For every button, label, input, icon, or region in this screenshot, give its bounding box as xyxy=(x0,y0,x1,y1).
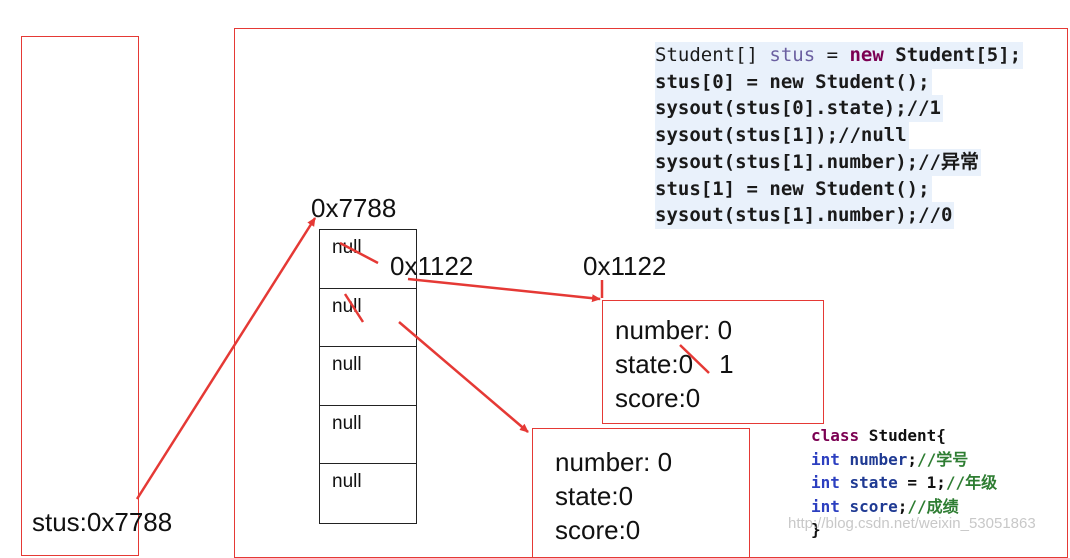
obj1-state-new-value: 1 xyxy=(719,349,734,379)
strike-cell0-null xyxy=(339,241,379,265)
watermark: http://blog.csdn.net/weixin_53051863 xyxy=(788,515,1036,532)
stack-variable-label: stus:0x7788 xyxy=(32,507,173,537)
array-cell-4: null xyxy=(332,471,362,493)
object-address-label: 0x1122 xyxy=(583,251,667,281)
code-line-0: Student[] stus = new Student[5]; xyxy=(655,42,1024,69)
array-cell-2: null xyxy=(320,347,416,406)
code-line-6: sysout(stus[1].number);//0 xyxy=(655,202,955,229)
student-object-1: number: 0 state:0 1 score:0 xyxy=(602,300,824,424)
element-reference-label: 0x1122 xyxy=(390,251,474,281)
class-header: class Student{ xyxy=(811,426,946,445)
strike-state-old-value xyxy=(679,344,710,374)
code-line-4: sysout(stus[1].number);//异常 xyxy=(655,148,981,176)
array-address-label: 0x7788 xyxy=(311,193,397,223)
code-line-1: stus[0] = new Student(); xyxy=(655,68,932,96)
arrow-cell1-to-object2 xyxy=(398,321,529,433)
arrows-overlay xyxy=(135,217,710,500)
strike-cell1-null xyxy=(343,293,365,323)
obj2-state: state:0 xyxy=(555,481,634,511)
array-cell-1: null xyxy=(320,289,416,348)
class-field-state: int state = 1;//年级 xyxy=(811,473,998,492)
arrow-cell0-to-object1 xyxy=(407,277,601,303)
class-field-score: int score;//成绩 xyxy=(811,496,959,516)
class-definition: class Student{ int number;//学号 int state… xyxy=(811,424,997,542)
obj1-number: number: 0 xyxy=(615,315,733,345)
obj1-score: score:0 xyxy=(615,383,701,413)
arrow-stack-to-array xyxy=(135,217,317,500)
code-line-2: sysout(stus[0].state);//1 xyxy=(655,95,943,123)
student-object-2: number: 0 state:0 score:0 xyxy=(532,428,750,558)
class-footer: } xyxy=(811,520,821,539)
code-snippet: Student[] stus = new Student[5]; stus[0]… xyxy=(655,42,1024,229)
code-line-3: sysout(stus[1]);//null xyxy=(655,122,909,149)
code-line-5: stus[1] = new Student(); xyxy=(655,175,932,203)
obj2-number: number: 0 xyxy=(555,447,673,477)
obj2-score: score:0 xyxy=(555,515,641,545)
obj1-state: state:0 xyxy=(615,349,694,379)
array-cell-3: null xyxy=(320,406,416,465)
class-field-number: int number;//学号 xyxy=(811,449,969,469)
